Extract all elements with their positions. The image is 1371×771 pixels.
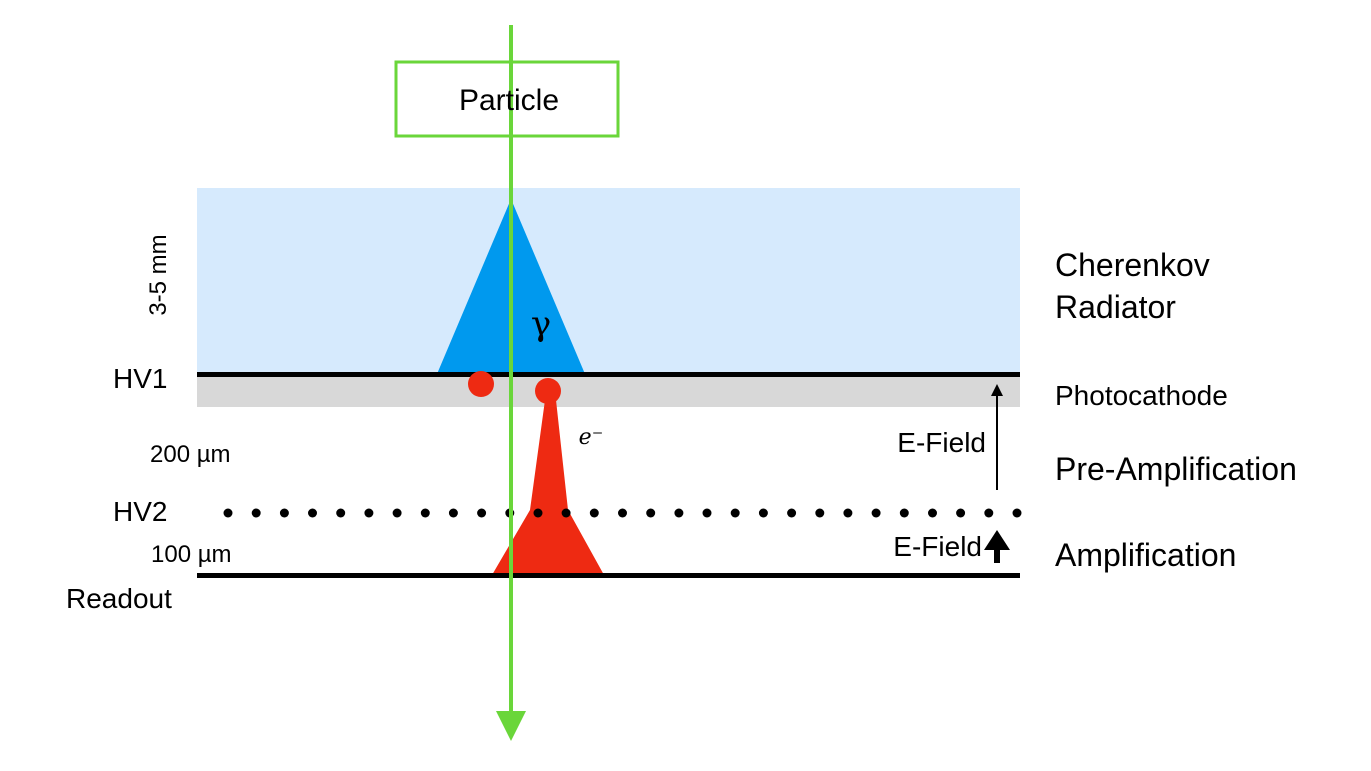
mesh-dot bbox=[618, 508, 627, 518]
e-field-lower-label: E-Field bbox=[893, 531, 982, 562]
mesh-dot bbox=[477, 508, 487, 518]
mesh-dot bbox=[646, 508, 656, 518]
mesh-dot bbox=[392, 508, 402, 518]
mesh-dot bbox=[815, 508, 825, 518]
mesh-dot bbox=[251, 508, 261, 518]
hv2-label: HV2 bbox=[113, 496, 167, 527]
particle-label-box bbox=[394, 60, 620, 138]
micromesh-hv2 bbox=[223, 508, 1022, 518]
particle-track-arrowhead bbox=[496, 711, 526, 741]
mesh-dot bbox=[223, 508, 233, 518]
mesh-dot bbox=[279, 508, 289, 518]
particle-label: Particle bbox=[459, 84, 559, 117]
readout-label: Readout bbox=[66, 583, 172, 614]
mesh-dot bbox=[956, 508, 966, 518]
mesh-dot bbox=[787, 508, 797, 518]
mesh-dot bbox=[871, 508, 881, 518]
mesh-dot bbox=[899, 508, 909, 518]
mesh-dot bbox=[420, 508, 430, 518]
electron-symbol: e⁻ bbox=[579, 425, 604, 450]
hv1-label: HV1 bbox=[113, 363, 167, 394]
mesh-dot bbox=[702, 508, 712, 518]
mesh-dot bbox=[843, 508, 853, 518]
photocathode-layer bbox=[197, 375, 1020, 407]
amp-gap-label: 100 µm bbox=[151, 541, 232, 568]
mesh-dot bbox=[533, 508, 543, 518]
electron-avalanche bbox=[492, 400, 604, 575]
cherenkov-radiator-layer bbox=[197, 188, 1020, 375]
photocathode-label: Photocathode bbox=[1055, 380, 1228, 411]
photon-symbol: γ bbox=[531, 304, 551, 344]
mesh-dot bbox=[730, 508, 740, 518]
mesh-dot bbox=[928, 508, 937, 518]
pre-amplification-label: Pre-Amplification bbox=[1055, 451, 1297, 487]
mesh-dot bbox=[589, 508, 599, 518]
mesh-dot bbox=[336, 508, 346, 518]
mesh-dot bbox=[308, 508, 317, 518]
mesh-dot bbox=[984, 508, 994, 518]
cherenkov-label: Cherenkov bbox=[1055, 247, 1210, 283]
mesh-dot bbox=[758, 508, 768, 518]
mesh-dot bbox=[1012, 508, 1022, 518]
mesh-dot bbox=[674, 508, 684, 518]
e-field-lower-arrowhead bbox=[984, 530, 1010, 550]
amplification-label: Amplification bbox=[1055, 537, 1236, 573]
e-field-upper-label: E-Field bbox=[897, 427, 986, 458]
e-field-upper-arrowhead bbox=[991, 384, 1003, 396]
photoelectron-left bbox=[468, 371, 494, 397]
radiator-label: Radiator bbox=[1055, 289, 1176, 325]
radiator-thickness-label: 3-5 mm bbox=[145, 234, 172, 315]
mesh-dot bbox=[364, 508, 374, 518]
mesh-dot bbox=[561, 508, 571, 518]
mesh-dot bbox=[448, 508, 458, 518]
pre-gap-label: 200 µm bbox=[150, 441, 231, 468]
photoelectron-right bbox=[535, 378, 561, 404]
